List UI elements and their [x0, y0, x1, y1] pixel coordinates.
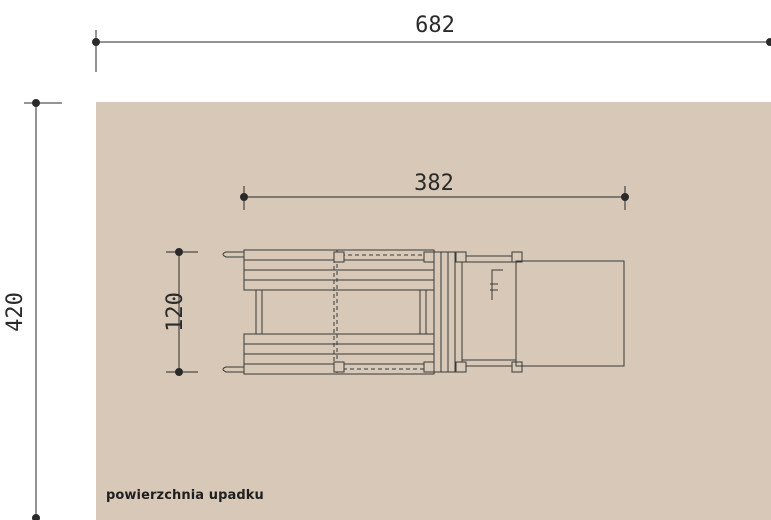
- depth-dimension-label: 420: [3, 292, 28, 332]
- width-120-dimension-label: 120: [163, 292, 188, 332]
- slide-equipment-plan: [222, 249, 625, 375]
- length-dimension-label: 382: [414, 171, 454, 196]
- width-dimension-label: 682: [415, 13, 455, 38]
- depth-dimension: [24, 99, 62, 520]
- length-dimension: [240, 186, 629, 210]
- width-120-dimension: [166, 248, 198, 376]
- width-dimension: [92, 30, 771, 72]
- fall-surface-label: powierzchnia upadku: [106, 488, 264, 503]
